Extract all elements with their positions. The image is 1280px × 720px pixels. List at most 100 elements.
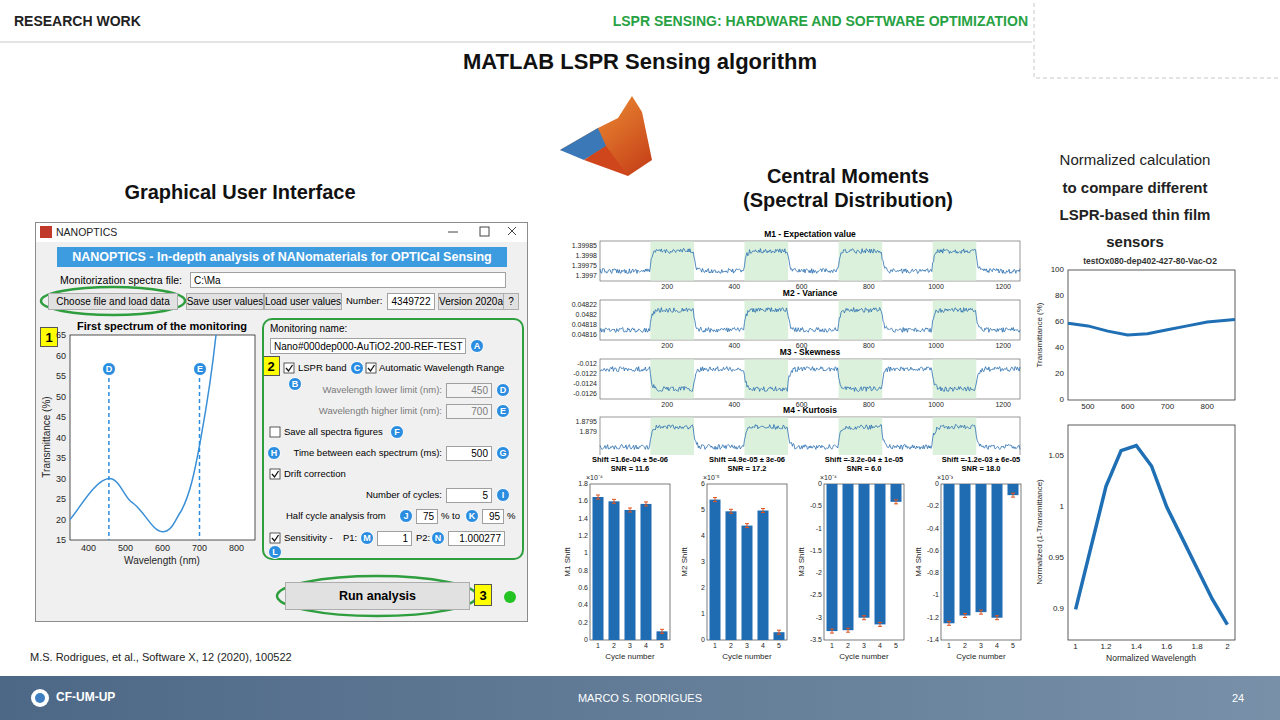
moment-plots (650, 360, 694, 399)
chart-title: Shift =-3.2e-04 ± 1e-05 (825, 456, 904, 465)
checkbox (366, 363, 376, 373)
callout-letter-text: E (197, 364, 203, 374)
number-field-text: 500 (471, 448, 488, 459)
moment-plots (839, 360, 883, 399)
tick-label: 35 (56, 453, 66, 463)
moment-plots (933, 418, 977, 457)
exponent-label: ×10⁻⁴ (820, 474, 837, 482)
shift-bar-charts (729, 509, 733, 513)
number-field: 75 (416, 509, 438, 524)
shift-bar-charts (590, 484, 670, 640)
tick-label: 400 (81, 543, 96, 553)
shift-bar-charts (707, 484, 787, 640)
footer-bar (31, 689, 49, 707)
moment-plots (600, 241, 1020, 457)
callout-letter-text: C (354, 363, 361, 373)
field-label: to (452, 511, 460, 522)
axis-title: Normalized Wavelength (1106, 654, 1196, 664)
note-text: to compare different (1062, 179, 1207, 196)
checkbox (270, 427, 280, 437)
tick-label: 5 (660, 642, 664, 650)
tick-label: 20 (1055, 369, 1064, 378)
shift-bar-charts (830, 629, 834, 633)
tick-label: -1.2 (927, 614, 939, 622)
plot-title: M2 - Variance (783, 289, 837, 299)
checkbox (284, 363, 294, 373)
logo-placeholder (1034, 0, 1280, 78)
gui-window (480, 227, 489, 236)
tick-label: 30 (56, 473, 66, 483)
push-button-text: ? (508, 296, 514, 307)
normalized-plots (1068, 425, 1235, 640)
spectrum-plot (70, 335, 255, 540)
tick-label: 1.6 (1161, 642, 1172, 651)
tick-label: 4 (995, 642, 999, 650)
text-field: Nano#000dep000-AuTiO2-200-REF-TEST (270, 338, 466, 354)
tick-label: 1 (830, 642, 834, 650)
note-text: sensors (1106, 233, 1164, 250)
callout-letter-text: A (474, 341, 481, 351)
gui-window (35, 222, 528, 622)
push-button-text: Load user values (265, 296, 341, 307)
chart-title: Shift =-1.2e-03 ± 6e-05 (942, 456, 1021, 465)
logo-placeholder (1034, 0, 1280, 78)
field-label: Sensitivity - (284, 533, 333, 544)
tick-label: -3.5 (810, 636, 822, 644)
tick-label: 40 (56, 432, 66, 442)
footer-text: 24 (1232, 692, 1244, 705)
number-field-text: 1 (402, 533, 408, 544)
moment-plots (744, 242, 788, 281)
shift-bar-charts (979, 610, 983, 614)
gui-window (40, 226, 52, 238)
plot-title: M3 - Skewness (780, 348, 840, 358)
section-tag: RESEARCH WORK (14, 13, 141, 29)
tick-label: 800 (863, 283, 875, 291)
tick-label: 0 (818, 480, 822, 488)
number-field-text: 4349722 (392, 296, 431, 307)
callout-letter-text: E (500, 406, 506, 416)
tick-label: -1 (816, 525, 822, 533)
moment-plots (600, 249, 1020, 274)
callout-letter-text: F (394, 427, 400, 437)
header-rule (0, 42, 1032, 43)
moment-plots (600, 300, 1020, 340)
moment-plots (600, 367, 1020, 392)
matlab-logo (584, 146, 628, 176)
tick-label: 1.2 (1100, 642, 1111, 651)
matlab-logo (560, 96, 652, 176)
callout-number: 2 (262, 356, 280, 376)
spectrum-plot (70, 335, 216, 532)
shift-bar-charts (553, 455, 1027, 673)
tick-label: 600 (1121, 402, 1134, 411)
slide-title: MATLAB LSPR Sensing algorithm (463, 49, 817, 75)
shift-bar-charts (891, 484, 902, 502)
disabled-field-text: 700 (471, 406, 488, 417)
tick-label: 600 (155, 543, 170, 553)
app-window-text: NANOPTICS (56, 226, 117, 238)
checkbox (270, 533, 280, 543)
spectrum-plot (199, 378, 201, 540)
axis-title: Normalized (1-Transmittance) (1035, 479, 1044, 585)
tick-label: 1 (596, 642, 600, 650)
shift-bar-charts (660, 629, 664, 633)
shift-bar-charts (596, 495, 600, 499)
field-label: P1: (343, 533, 357, 544)
tick-label: 800 (1200, 402, 1213, 411)
moment-plots (744, 360, 788, 399)
shift-bar-charts (713, 498, 717, 502)
tick-label: -0.0122 (573, 370, 597, 378)
shift-bar-charts (843, 484, 854, 630)
shift-bar-charts (726, 511, 737, 640)
callout-number-text: 2 (267, 359, 274, 374)
tick-label: 1.39975 (572, 262, 597, 270)
tick-label: 0.95 (1048, 554, 1064, 563)
tick-label: 700 (192, 543, 207, 553)
tick-label: 0.04816 (572, 331, 597, 339)
status-lamp (504, 591, 516, 603)
tick-label: 5 (1011, 642, 1015, 650)
chart-title: SNR = 17.2 (728, 465, 767, 474)
disabled-field: 450 (446, 383, 492, 398)
shift-bar-charts (593, 497, 604, 640)
field-label: LSPR band (298, 363, 347, 374)
shift-bar-charts (644, 502, 648, 506)
